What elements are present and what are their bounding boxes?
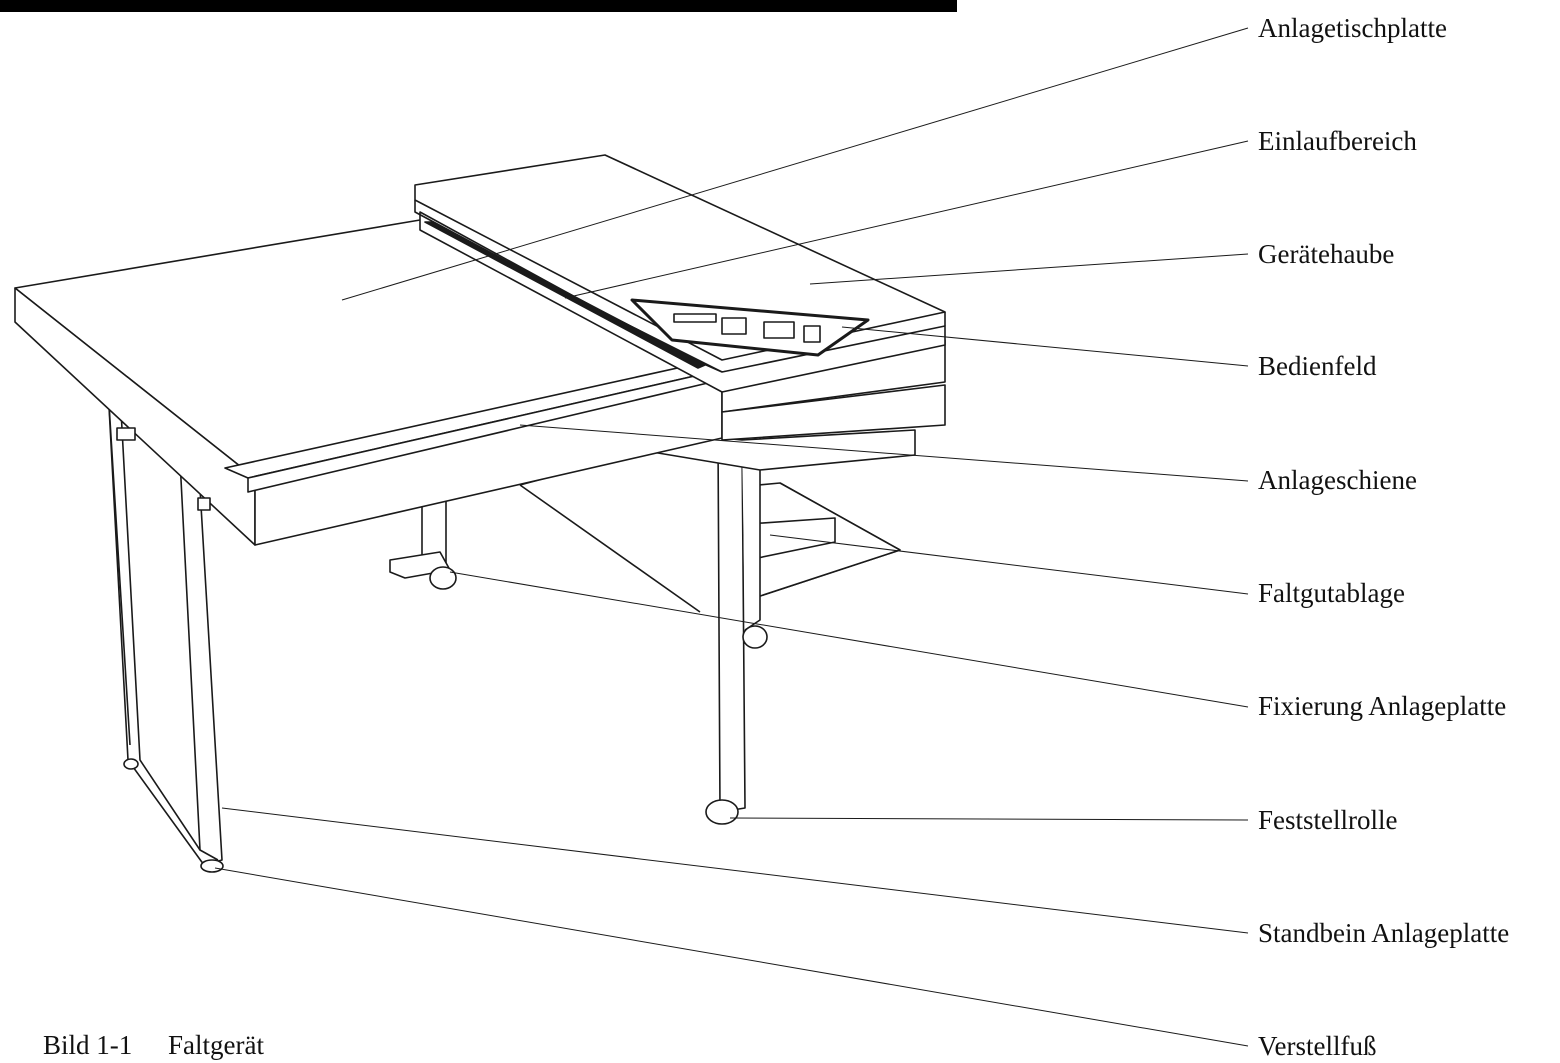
leader-feststellrolle — [729, 817, 1249, 821]
leader-lines — [214, 27, 1249, 1047]
housing-layer-2 — [721, 384, 946, 441]
label-anlageschiene: Anlageschiene — [1258, 465, 1417, 495]
caster-left — [429, 566, 457, 590]
figure-caption-number: Bild 1-1 — [43, 1030, 133, 1060]
label-einlaufbereich: Einlaufbereich — [1258, 126, 1417, 156]
label-standbein-anlageplatte: Standbein Anlageplatte — [1258, 918, 1510, 948]
feed-slot — [424, 221, 706, 369]
label-anlagetischplatte: Anlagetischplatte — [1258, 13, 1447, 43]
lock-hardware-bottom — [197, 497, 211, 511]
panel-display — [673, 313, 717, 323]
leader-anlageschiene — [519, 424, 1249, 482]
label-faltgutablage: Faltgutablage — [1258, 578, 1405, 608]
header-bar — [0, 0, 957, 12]
leader-verstellfuss — [214, 867, 1249, 1047]
caster-front — [705, 799, 739, 825]
leader-einlaufbereich — [564, 140, 1249, 299]
leader-anlagetischplatte — [341, 27, 1249, 301]
panel-keys-1 — [721, 317, 747, 335]
label-feststellrolle: Feststellrolle — [1258, 805, 1398, 835]
right-leg — [717, 437, 746, 813]
leader-bedienfeld — [841, 326, 1249, 367]
label-geraetehaube: Gerätehaube — [1258, 239, 1395, 269]
figure-caption-title: Faltgerät — [168, 1030, 264, 1060]
support-leg-inner — [107, 387, 219, 861]
leader-standbein — [221, 807, 1249, 934]
lock-hardware-top — [116, 427, 136, 441]
label-bedienfeld: Bedienfeld — [1258, 351, 1377, 381]
support-leg-outer — [96, 387, 223, 866]
panel-keys-2 — [763, 321, 795, 339]
machine-illustration — [14, 154, 946, 873]
label-verstellfuss: Verstellfuß — [1258, 1031, 1377, 1061]
leader-faltgutablage — [769, 534, 1249, 595]
panel-keys-3 — [803, 325, 821, 343]
foot-back — [123, 758, 139, 770]
foot-front — [200, 859, 224, 873]
leader-geraetehaube — [809, 253, 1249, 285]
label-fixierung-anlageplatte: Fixierung Anlageplatte — [1258, 691, 1507, 721]
caster-back — [742, 625, 768, 649]
leader-fixierung — [449, 571, 1249, 708]
